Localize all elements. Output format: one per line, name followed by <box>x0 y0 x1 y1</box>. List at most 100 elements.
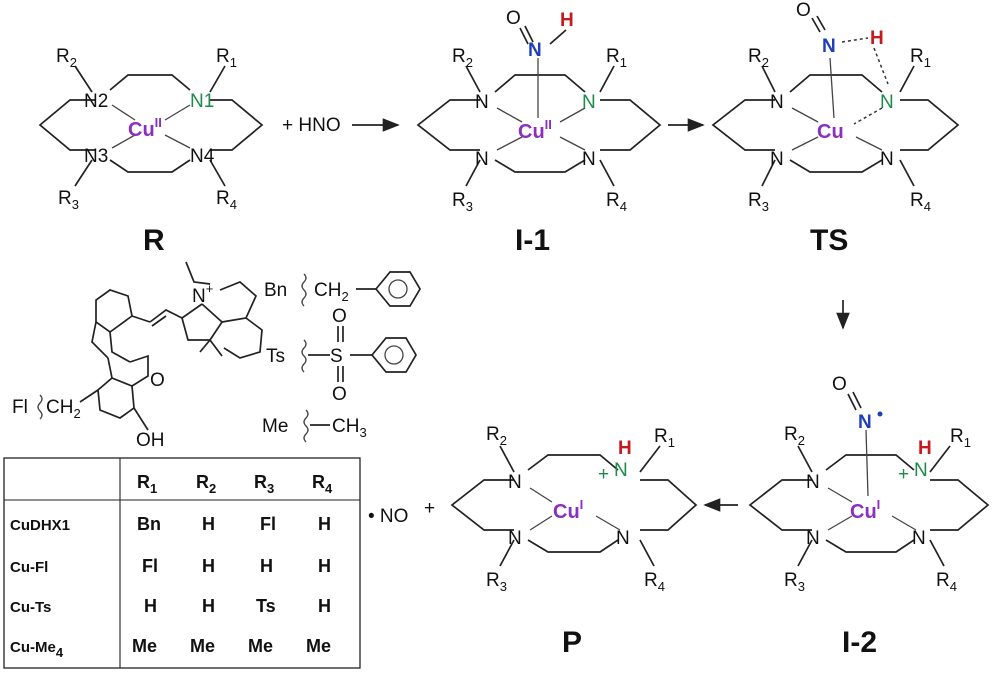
structure-I2: N N + H N N N O CuI R2 R1 R3 R4 <box>748 374 990 594</box>
atom-Cu: CuII <box>518 117 552 143</box>
atom-N: N <box>806 528 820 549</box>
substituent-Ts: Ts S O O <box>266 306 417 405</box>
svg-text:S: S <box>330 346 343 367</box>
product-NO-radical: • NO <box>368 506 408 527</box>
plus-charge: + <box>598 464 609 485</box>
sub-R3: R3 <box>748 190 769 214</box>
sub-R2: R2 <box>56 46 77 70</box>
sub-R2: R2 <box>452 46 473 70</box>
sub-R3: R3 <box>452 190 473 214</box>
sub-R1: R1 <box>910 46 931 70</box>
table-header-R1: R1 <box>137 472 157 496</box>
atom-N: N <box>508 472 522 493</box>
table-header-R2: R2 <box>196 472 216 496</box>
sub-R4: R4 <box>644 570 665 594</box>
substituent-table: R1 R2 R3 R4 CuDHX1 Bn H Fl H Cu-Fl Fl H … <box>3 457 361 669</box>
table-row-name: Cu-Ts <box>10 599 51 616</box>
sub-R1: R1 <box>654 426 675 450</box>
sub-R2: R2 <box>748 46 769 70</box>
atom-H: H <box>918 438 932 459</box>
atom-N: N <box>475 92 489 113</box>
sub-R2: R2 <box>486 424 507 448</box>
svg-text:Bn: Bn <box>264 280 287 301</box>
plus-charge: + <box>898 464 909 485</box>
atom-N: N <box>582 149 596 170</box>
atom-N-protonated: N <box>914 460 928 481</box>
table-cell: Ts <box>256 596 276 616</box>
atom-N-plus: N+ <box>192 281 213 307</box>
atom-N4: N4 <box>190 146 215 167</box>
svg-text:O: O <box>332 384 347 405</box>
svg-text:CH3: CH3 <box>332 416 367 440</box>
sub-R4: R4 <box>216 188 237 212</box>
atom-N-nitroxyl-radical: N <box>858 412 872 433</box>
sub-R4: R4 <box>606 190 627 214</box>
label-Fl: Fl <box>12 397 28 418</box>
atom-N2: N2 <box>84 91 108 112</box>
atom-H: H <box>870 28 884 49</box>
radical-dot <box>877 411 883 417</box>
atom-N-protonated: N <box>614 460 628 481</box>
atom-N: N <box>880 149 894 170</box>
table-cell: H <box>318 556 331 576</box>
sub-R3: R3 <box>486 570 507 594</box>
table-cell: Me <box>190 636 215 656</box>
atom-O: O <box>832 374 847 395</box>
wavy-bond <box>37 394 43 420</box>
svg-text:Me: Me <box>262 416 288 437</box>
group-OH: OH <box>136 430 165 451</box>
label-P: P <box>562 626 582 659</box>
svg-text:CH2: CH2 <box>314 280 349 304</box>
substituent-Me: Me CH3 <box>262 409 367 443</box>
table-cell: H <box>318 596 331 616</box>
table-cell: H <box>318 514 331 534</box>
table-cell: Bn <box>137 514 161 534</box>
atom-N1-donor: N <box>880 92 894 113</box>
table-row-name: Cu-Fl <box>10 559 48 576</box>
benzene-ring-icon <box>388 279 408 299</box>
sub-R4: R4 <box>936 570 957 594</box>
structure-R: N2 N1 N3 N4 CuII R2 R1 R3 R4 <box>38 46 264 212</box>
wavy-bond <box>301 273 307 307</box>
atom-N: N <box>912 528 926 549</box>
table-cell: H <box>260 556 273 576</box>
structure-TS: N N N N N O H Cu R2 R1 R3 R4 <box>711 0 960 214</box>
atom-N: N <box>770 149 784 170</box>
table-cell: Me <box>306 636 331 656</box>
structure-P: N N + H N N CuI R2 R1 R3 R4 <box>450 424 698 594</box>
atom-N3: N3 <box>84 146 108 167</box>
atom-N1: N1 <box>190 91 214 112</box>
atom-O: O <box>796 0 811 21</box>
table-row-name: Cu-Me4 <box>10 639 64 660</box>
atom-N: N <box>806 472 820 493</box>
atom-N-nitroxyl: N <box>528 40 542 61</box>
table-cell: Me <box>248 636 273 656</box>
table-cell: Fl <box>142 556 158 576</box>
table-header-R4: R4 <box>312 472 333 496</box>
atom-Cu: Cu <box>817 121 844 143</box>
atom-Cu: CuII <box>128 115 162 141</box>
atom-H: H <box>560 10 574 31</box>
atom-N: N <box>508 528 522 549</box>
table-cell: H <box>202 514 215 534</box>
sub-R3: R3 <box>784 570 805 594</box>
wavy-bond <box>301 339 307 373</box>
structure-I1: N N N N N O H CuII R2 R1 R3 R4 <box>416 8 662 214</box>
atom-O: O <box>150 370 165 391</box>
sub-R3: R3 <box>58 188 79 212</box>
label-I2: I-2 <box>842 626 877 659</box>
table-row-name: CuDHX1 <box>10 517 70 534</box>
sub-R1: R1 <box>216 46 237 70</box>
atom-N: N <box>475 149 489 170</box>
sub-R4: R4 <box>910 190 931 214</box>
plus-sign: + <box>424 498 435 519</box>
reagent-HNO: + HNO <box>282 115 341 136</box>
table-cell: Me <box>132 636 157 656</box>
atom-Cu: CuI <box>850 497 880 523</box>
atom-Cu: CuI <box>553 497 583 523</box>
benzene-ring-icon <box>384 345 404 365</box>
label-TS: TS <box>810 224 848 257</box>
atom-O: O <box>506 8 521 29</box>
